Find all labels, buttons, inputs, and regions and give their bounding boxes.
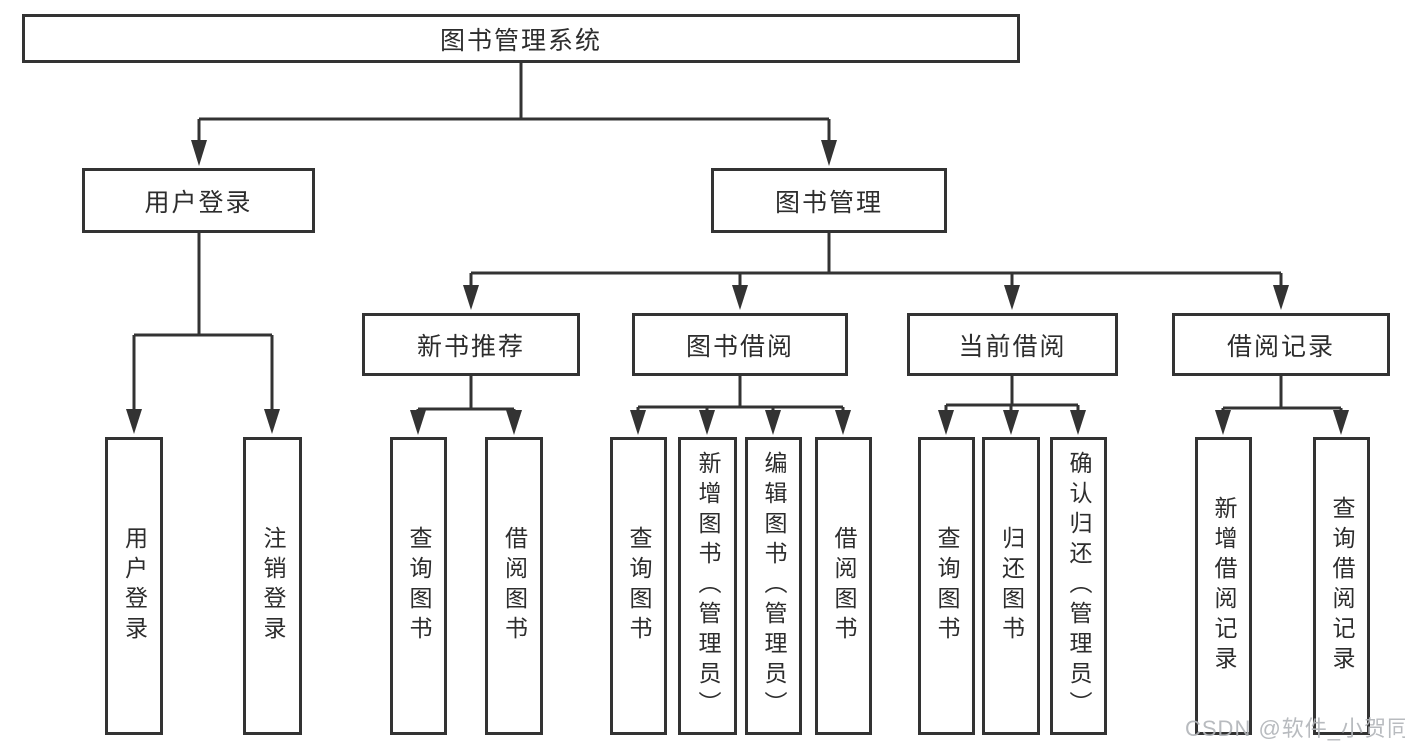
leaf-confirm-return-admin: 确认归还（管理员） xyxy=(1050,437,1107,735)
arrowhead-icon xyxy=(821,140,837,166)
node-label: 查询图书 xyxy=(934,526,960,646)
node-label: 借阅图书 xyxy=(831,526,857,646)
leaf-query-borrow-record: 查询借阅记录 xyxy=(1313,437,1370,735)
arrowhead-icon xyxy=(765,410,781,435)
arrowhead-icon xyxy=(630,410,646,435)
connector-userlogin-to-leaves xyxy=(132,233,274,412)
arrowhead-icon xyxy=(191,140,207,166)
node-label: 查询图书 xyxy=(406,526,432,646)
node-label: 借阅图书 xyxy=(501,526,528,646)
leaf-add-borrow-record: 新增借阅记录 xyxy=(1195,437,1252,735)
node-label: 新增图书（管理员） xyxy=(695,451,721,721)
leaf-return-books: 归还图书 xyxy=(982,437,1040,735)
node-borrowing-records: 借阅记录 xyxy=(1172,313,1390,376)
node-user-login: 用户登录 xyxy=(82,168,315,233)
leaf-add-books-admin: 新增图书（管理员） xyxy=(678,437,737,735)
arrowhead-icon xyxy=(1004,285,1020,310)
node-label: 借阅记录 xyxy=(1226,332,1335,361)
leaf-logout-login: 注销登录 xyxy=(243,437,302,735)
node-new-book-recommend: 新书推荐 xyxy=(362,313,580,376)
arrowhead-icon xyxy=(1003,410,1019,435)
connector-newbooks-to-leaves xyxy=(416,376,516,413)
node-label: 图书管理 xyxy=(774,188,883,217)
node-label: 确认归还（管理员） xyxy=(1066,451,1092,721)
arrowhead-icon xyxy=(699,410,715,435)
arrowhead-icon xyxy=(1273,285,1289,310)
arrowhead-icon xyxy=(463,285,479,310)
node-label: 编辑图书（管理员） xyxy=(761,451,787,721)
node-current-borrowing: 当前借阅 xyxy=(907,313,1118,376)
leaf-borrow-books: 借阅图书 xyxy=(815,437,872,735)
arrowhead-icon xyxy=(1215,410,1231,435)
arrowhead-icons xyxy=(126,140,1349,435)
leaf-borrow-books-recommend: 借阅图书 xyxy=(485,437,543,735)
arrowhead-icon xyxy=(126,409,142,434)
connector-records-to-leaves xyxy=(1221,376,1343,413)
connector-bookborrow-to-leaves xyxy=(636,376,845,413)
arrowhead-icon xyxy=(835,410,851,435)
node-label: 新书推荐 xyxy=(416,332,525,361)
node-label: 用户登录 xyxy=(144,188,253,217)
leaf-edit-books-admin: 编辑图书（管理员） xyxy=(745,437,802,735)
csdn-watermark: CSDN @软件_小贺同学 xyxy=(1185,716,1405,741)
node-book-management: 图书管理 xyxy=(711,168,947,233)
node-label: 新增借阅记录 xyxy=(1211,496,1237,676)
leaf-user-login: 用户登录 xyxy=(105,437,163,735)
arrowhead-icon xyxy=(732,285,748,310)
arrowhead-icon xyxy=(1333,410,1349,435)
node-book-borrowing: 图书借阅 xyxy=(632,313,848,376)
leaf-query-books-current: 查询图书 xyxy=(918,437,975,735)
arrowhead-icon xyxy=(506,410,522,435)
node-label: 用户登录 xyxy=(121,526,148,646)
node-label: 归还图书 xyxy=(998,526,1025,646)
connector-current-to-leaves xyxy=(944,376,1080,413)
node-label: 查询图书 xyxy=(626,526,652,646)
node-label: 注销登录 xyxy=(260,526,286,646)
connector-root-to-level2 xyxy=(197,63,831,142)
arrowhead-icon xyxy=(410,410,426,435)
node-label: 图书借阅 xyxy=(685,332,794,361)
node-label: 查询借阅记录 xyxy=(1329,496,1355,676)
arrowhead-icon xyxy=(938,410,954,435)
node-label: 图书管理系统 xyxy=(439,26,602,55)
arrowhead-icon xyxy=(1070,410,1086,435)
leaf-query-books-borrow: 查询图书 xyxy=(610,437,667,735)
leaf-query-books-recommend: 查询图书 xyxy=(390,437,447,735)
connector-bookmgmt-to-level3 xyxy=(469,233,1283,287)
arrowhead-icon xyxy=(264,409,280,434)
node-label: 当前借阅 xyxy=(958,332,1067,361)
node-library-management-system: 图书管理系统 xyxy=(22,14,1020,63)
